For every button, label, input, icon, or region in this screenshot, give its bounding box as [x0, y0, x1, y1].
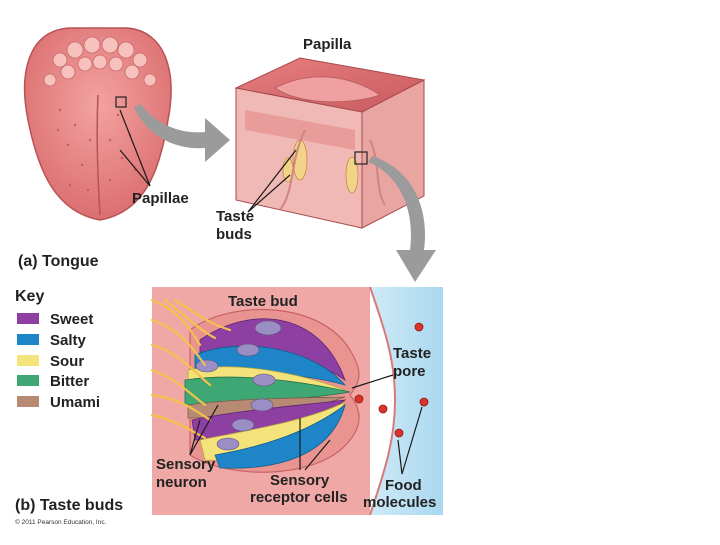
taste-buds-label-1: Taste: [216, 208, 254, 225]
receptor-cells-label-2: receptor cells: [250, 489, 348, 506]
receptor-cells-label-1: Sensory: [270, 472, 330, 489]
papilla-label: Papilla: [303, 36, 352, 53]
receptor-leader-2: [304, 439, 331, 471]
sensory-neuron-leader-2: [189, 419, 201, 456]
papilla-block: [234, 57, 426, 229]
key-swatch-umami: [17, 396, 39, 407]
sensory-neuron-label-1: Sensory: [156, 456, 216, 473]
key-swatch-bitter: [17, 375, 39, 386]
sensory-neuron-leader-1: [189, 404, 219, 456]
key-label-sour: Sour: [50, 353, 84, 370]
sensory-neuron-label-2: neuron: [156, 474, 207, 491]
key-label-umami: Umami: [50, 394, 100, 411]
food-molecules-label-2: molecules: [363, 494, 436, 511]
key-label-sweet: Sweet: [50, 311, 93, 328]
papillae-leader-1: [119, 109, 151, 187]
taste-buds-leader-2: [247, 174, 291, 213]
taste-buds-leader-1: [247, 149, 297, 213]
key-label-salty: Salty: [50, 332, 87, 349]
taste-buds-label-2: buds: [216, 226, 252, 243]
tongue-caption: (a) Tongue: [18, 253, 99, 270]
key-swatch-sour: [17, 355, 39, 366]
food-molecules-label-1: Food: [385, 477, 422, 494]
papillae-leader-2: [119, 149, 151, 187]
zoom-arrow-1: [134, 104, 230, 162]
key-legend: Sweet Salty Sour Bitter Umami: [17, 311, 100, 411]
tongue-illustration: [23, 27, 172, 221]
zoom-arrow-2: [368, 156, 436, 282]
taste-bud-label: Taste bud: [228, 293, 298, 310]
key-label-bitter: Bitter: [50, 373, 89, 390]
taste-buds-caption: (b) Taste buds: [15, 497, 123, 514]
taste-bud-detail: [150, 286, 443, 516]
taste-pore-label-2: pore: [393, 363, 426, 380]
key-swatch-salty: [17, 334, 39, 345]
taste-pore-label-1: Taste: [393, 345, 431, 362]
papilla-zoom-box: [115, 96, 127, 108]
key-swatch-sweet: [17, 313, 39, 324]
food-leader-2: [401, 406, 423, 475]
taste-pore-leader: [351, 374, 394, 389]
copyright-notice: © 2011 Pearson Education, Inc.: [15, 518, 107, 526]
key-title: Key: [15, 288, 44, 305]
papillae-label: Papillae: [132, 190, 189, 207]
food-leader-1: [397, 439, 403, 475]
taste-bud-zoom-box: [354, 151, 368, 165]
